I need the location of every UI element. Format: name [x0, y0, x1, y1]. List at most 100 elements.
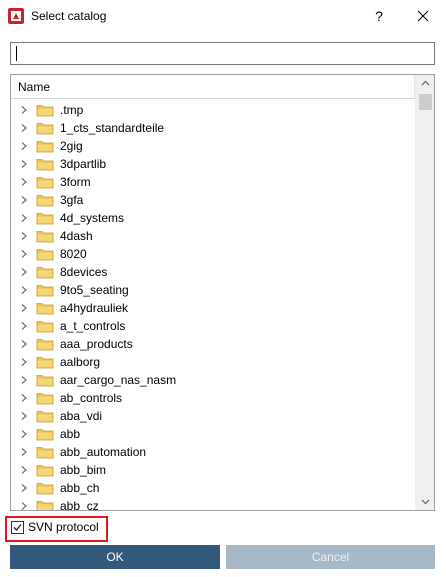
folder-icon	[36, 321, 54, 333]
expand-chevron-icon[interactable]	[19, 249, 29, 259]
folder-icon	[36, 285, 54, 297]
tree-item[interactable]: 8020	[11, 245, 415, 263]
expand-chevron-icon[interactable]	[19, 303, 29, 313]
chevron-up-icon	[421, 80, 430, 86]
tree-item[interactable]: aar_cargo_nas_nasm	[11, 371, 415, 389]
expand-chevron-icon[interactable]	[19, 411, 29, 421]
tree-item[interactable]: 3gfa	[11, 191, 415, 209]
tree-item-label: ab_controls	[60, 391, 123, 405]
expand-chevron-icon[interactable]	[19, 177, 29, 187]
tree-item-label: a_t_controls	[60, 319, 126, 333]
folder-icon	[36, 429, 54, 441]
tree-item-label: aba_vdi	[60, 409, 103, 423]
tree-item-label: 8020	[60, 247, 87, 261]
tree-item-label: aaa_products	[60, 337, 133, 351]
expand-chevron-icon[interactable]	[19, 321, 29, 331]
folder-icon	[36, 231, 54, 243]
checkmark-icon	[13, 524, 22, 531]
close-button[interactable]	[401, 0, 446, 32]
text-caret	[16, 46, 17, 61]
expand-chevron-icon[interactable]	[19, 339, 29, 349]
tree-item-label: aalborg	[60, 355, 101, 369]
vertical-scrollbar[interactable]	[415, 75, 434, 510]
tree-item-label: abb_cz	[60, 499, 99, 510]
folder-icon	[36, 267, 54, 279]
expand-chevron-icon[interactable]	[19, 357, 29, 367]
folder-icon	[36, 195, 54, 207]
tree-item-label: 4d_systems	[60, 211, 125, 225]
tree-item-label: 8devices	[60, 265, 108, 279]
tree-item[interactable]: 2gig	[11, 137, 415, 155]
folder-icon	[36, 411, 54, 423]
tree-item-label: 9to5_seating	[60, 283, 129, 297]
tree-item[interactable]: 9to5_seating	[11, 281, 415, 299]
folder-icon	[36, 339, 54, 351]
expand-chevron-icon[interactable]	[19, 393, 29, 403]
ok-button[interactable]: OK	[10, 545, 220, 569]
tree-item-label: 3form	[60, 175, 91, 189]
search-input[interactable]	[10, 42, 435, 65]
expand-chevron-icon[interactable]	[19, 429, 29, 439]
tree-item[interactable]: abb_bim	[11, 461, 415, 479]
tree-item[interactable]: 4d_systems	[11, 209, 415, 227]
tree-item[interactable]: 3form	[11, 173, 415, 191]
tree-item-label: 1_cts_standardteile	[60, 121, 165, 135]
tree-item[interactable]: aalborg	[11, 353, 415, 371]
scrollbar-thumb[interactable]	[419, 94, 432, 110]
tree-item[interactable]: aaa_products	[11, 335, 415, 353]
chevron-down-icon	[421, 499, 430, 505]
folder-icon	[36, 141, 54, 153]
cancel-button[interactable]: Cancel	[226, 545, 435, 569]
expand-chevron-icon[interactable]	[19, 231, 29, 241]
svn-protocol-checkbox[interactable]	[11, 521, 24, 534]
expand-chevron-icon[interactable]	[19, 501, 29, 510]
expand-chevron-icon[interactable]	[19, 159, 29, 169]
folder-icon	[36, 123, 54, 135]
tree-item[interactable]: ab_controls	[11, 389, 415, 407]
tree-item[interactable]: aba_vdi	[11, 407, 415, 425]
expand-chevron-icon[interactable]	[19, 141, 29, 151]
tree-item-label: abb_ch	[60, 481, 100, 495]
folder-icon	[36, 357, 54, 369]
tree-item[interactable]: 4dash	[11, 227, 415, 245]
expand-chevron-icon[interactable]	[19, 465, 29, 475]
tree-item-label: a4hydrauliek	[60, 301, 129, 315]
tree-item[interactable]: abb_automation	[11, 443, 415, 461]
expand-chevron-icon[interactable]	[19, 375, 29, 385]
window-title: Select catalog	[31, 9, 107, 23]
expand-chevron-icon[interactable]	[19, 483, 29, 493]
expand-chevron-icon[interactable]	[19, 447, 29, 457]
expand-chevron-icon[interactable]	[19, 195, 29, 205]
tree-item[interactable]: abb	[11, 425, 415, 443]
expand-chevron-icon[interactable]	[19, 105, 29, 115]
column-header-name[interactable]: Name	[11, 75, 415, 99]
expand-chevron-icon[interactable]	[19, 123, 29, 133]
tree-item[interactable]: 3dpartlib	[11, 155, 415, 173]
tree-item[interactable]: a_t_controls	[11, 317, 415, 335]
scroll-up-button[interactable]	[416, 75, 434, 92]
tree-item[interactable]: a4hydrauliek	[11, 299, 415, 317]
folder-icon	[36, 213, 54, 225]
expand-chevron-icon[interactable]	[19, 267, 29, 277]
expand-chevron-icon[interactable]	[19, 285, 29, 295]
tree-item-label: abb_automation	[60, 445, 147, 459]
column-header-label: Name	[18, 80, 51, 94]
scroll-down-button[interactable]	[416, 493, 434, 510]
tree-item[interactable]: 8devices	[11, 263, 415, 281]
help-button[interactable]: ?	[375, 8, 383, 24]
tree-item-label: abb	[60, 427, 81, 441]
expand-chevron-icon[interactable]	[19, 213, 29, 223]
tree-item-label: abb_bim	[60, 463, 107, 477]
tree-item[interactable]: abb_ch	[11, 479, 415, 497]
folder-icon	[36, 483, 54, 495]
folder-icon	[36, 177, 54, 189]
tree-item-label: .tmp	[60, 103, 84, 117]
folder-icon	[36, 375, 54, 387]
tree-item[interactable]: 1_cts_standardteile	[11, 119, 415, 137]
svn-protocol-label[interactable]: SVN protocol	[28, 520, 99, 534]
tree-item[interactable]: .tmp	[11, 101, 415, 119]
folder-icon	[36, 465, 54, 477]
tree-item[interactable]: abb_cz	[11, 497, 415, 510]
